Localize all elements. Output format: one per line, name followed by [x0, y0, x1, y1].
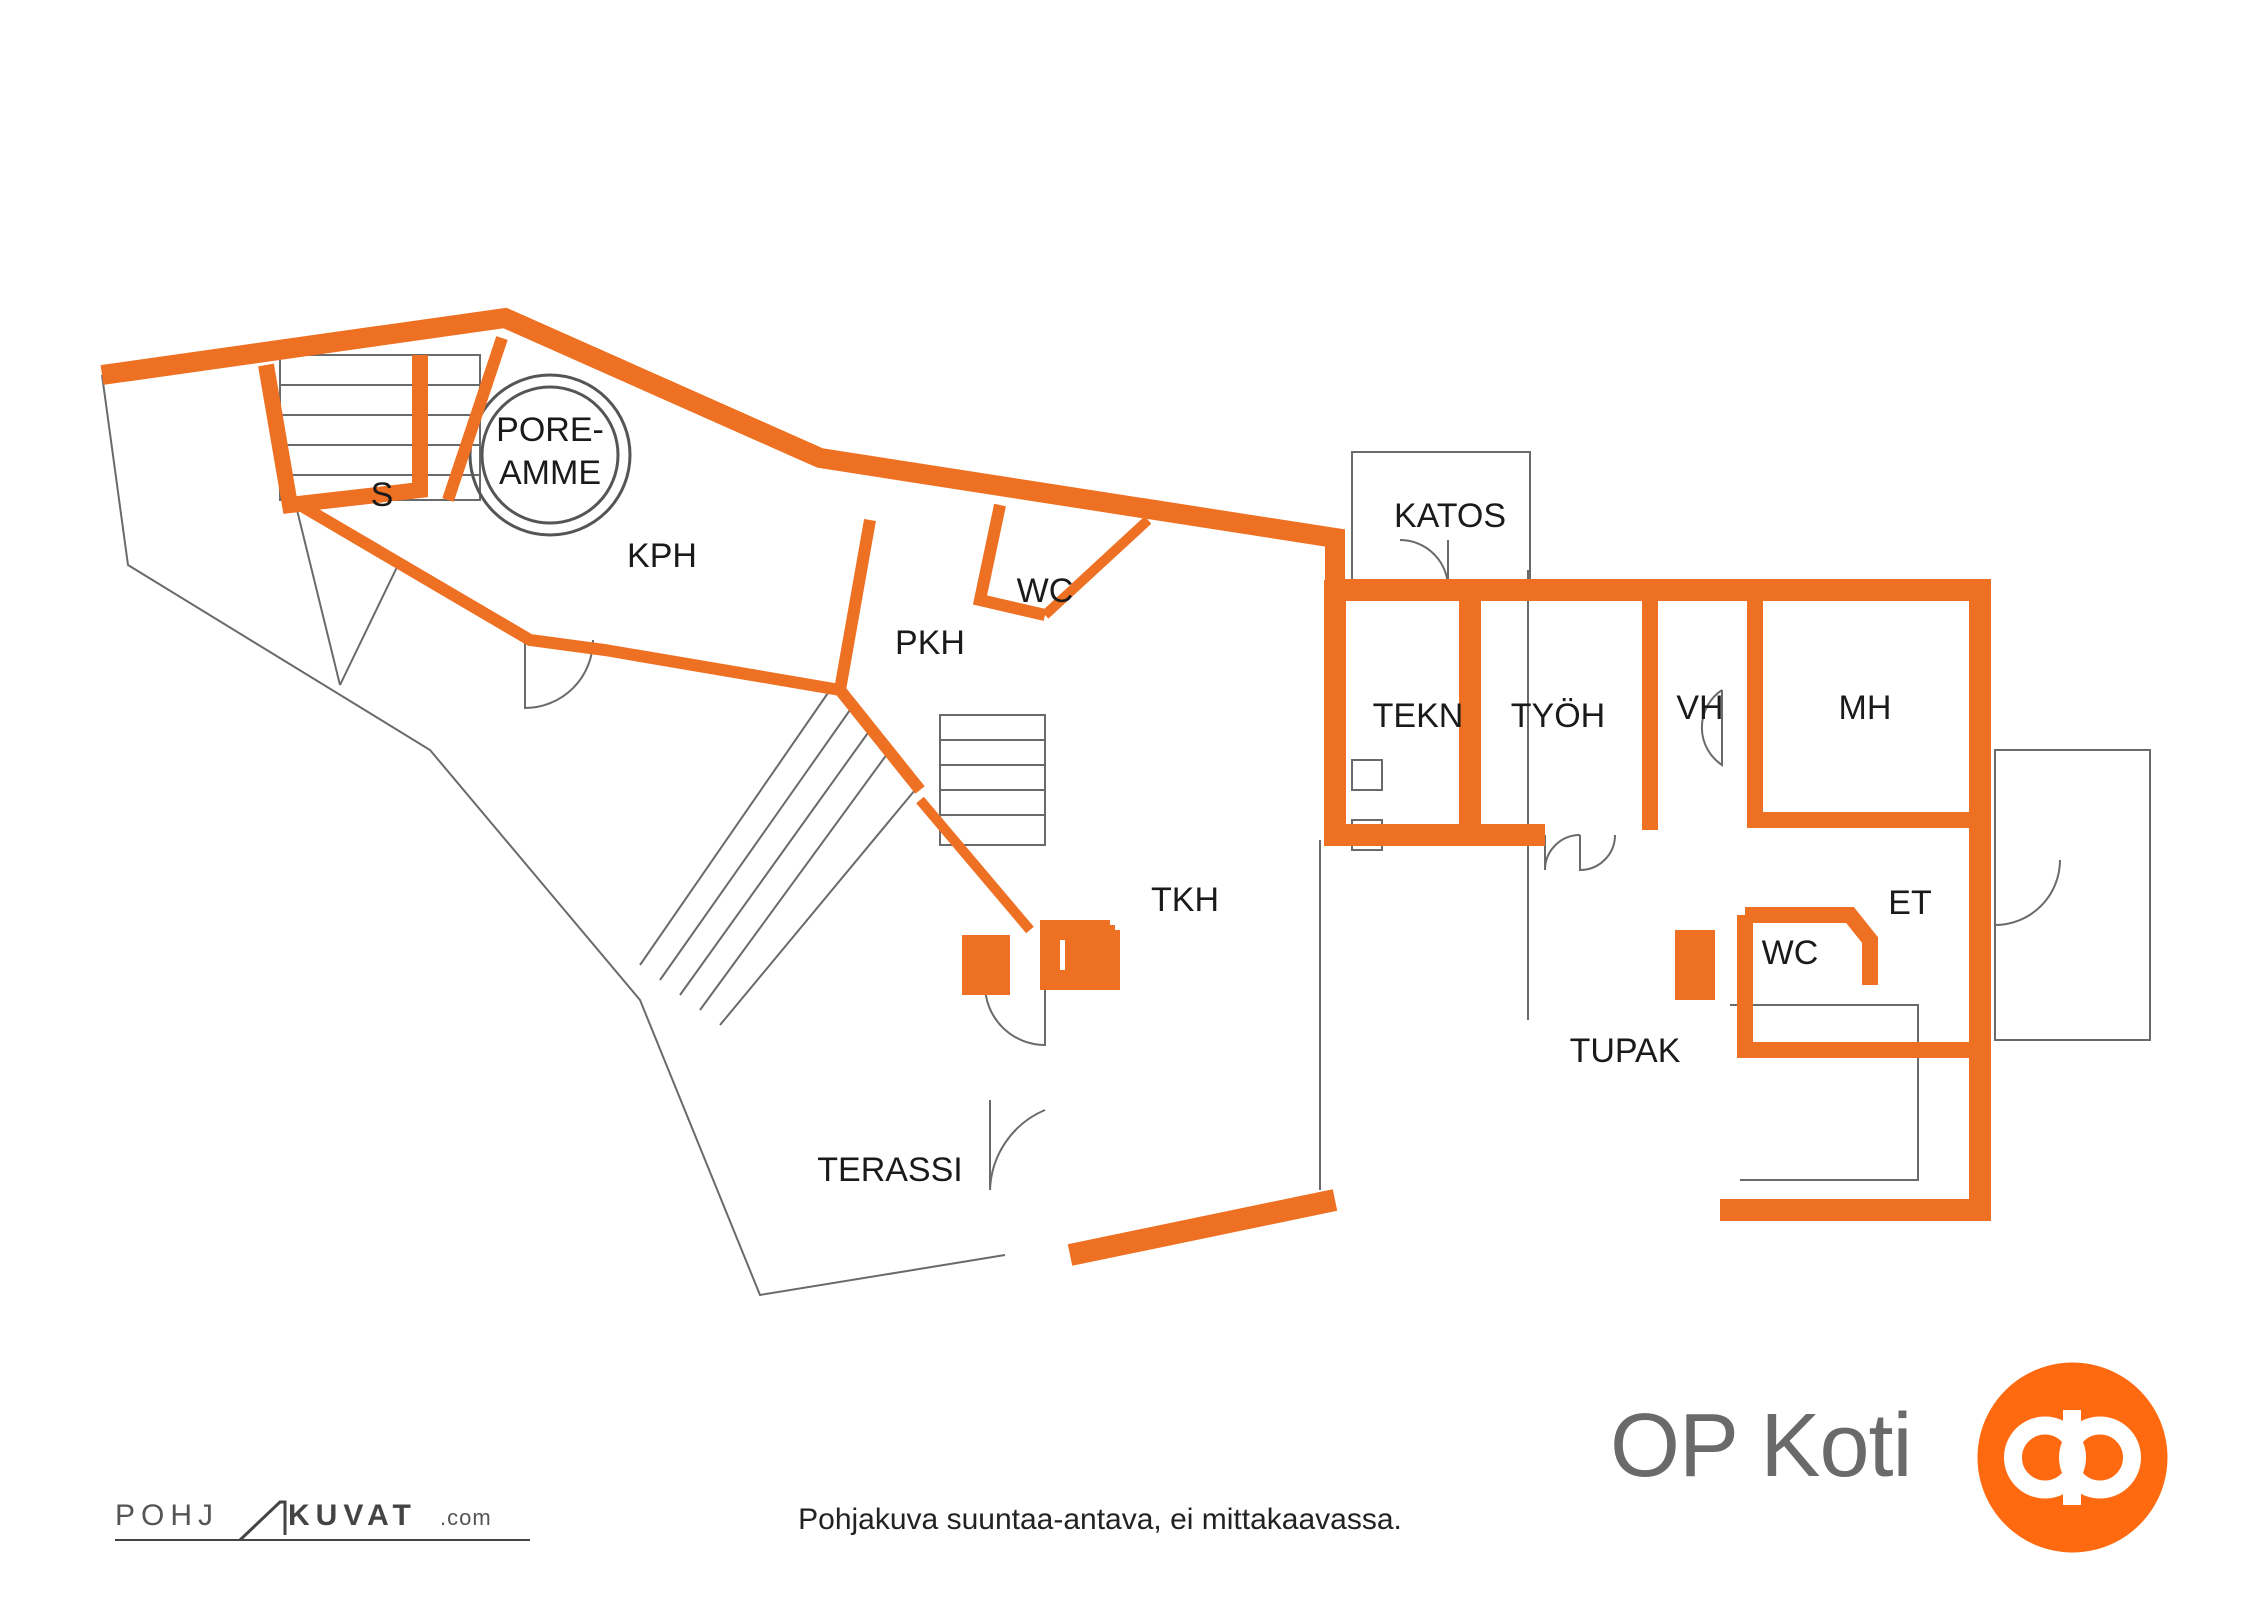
op-logo-icon: [1977, 1362, 2168, 1553]
room-label-poreamme-2: AMME: [499, 454, 601, 492]
room-label-tyoh: TYÖH: [1511, 697, 1605, 735]
furniture: [962, 925, 1715, 1000]
room-label-tupak: TUPAK: [1570, 1032, 1681, 1070]
room-label-vh: VH: [1676, 689, 1723, 727]
room-label-katos: KATOS: [1394, 497, 1506, 535]
room-label-terassi: TERASSI: [817, 1151, 962, 1189]
room-label-s: S: [371, 476, 394, 514]
room-label-tekn: TEKN: [1373, 697, 1464, 735]
room-label-wc-upper: WC: [1017, 572, 1074, 610]
room-labels: S PORE- AMME KPH PKH WC KATOS TEKN TYÖH …: [371, 411, 1932, 1189]
room-label-tkh: TKH: [1151, 881, 1219, 919]
hot-tub-icon: [468, 373, 632, 537]
watermark-part1: POHJ: [115, 1499, 219, 1532]
room-label-et: ET: [1888, 884, 1931, 922]
room-label-poreamme-1: PORE-: [496, 411, 604, 449]
room-label-mh: MH: [1839, 689, 1892, 727]
room-label-wc-lower: WC: [1762, 934, 1819, 972]
caption-text: Pohjakuva suuntaa-antava, ei mittakaavas…: [798, 1503, 1402, 1536]
watermark-suffix: .com: [440, 1505, 492, 1530]
room-label-pkh: PKH: [895, 624, 965, 662]
pohjakuvat-logo: POHJ KUVAT .com: [115, 1499, 530, 1542]
room-label-kph: KPH: [627, 537, 697, 575]
watermark-part2: KUVAT: [288, 1499, 417, 1532]
brand-name: OP Koti: [1610, 1396, 1912, 1496]
walls: [100, 307, 1991, 1266]
